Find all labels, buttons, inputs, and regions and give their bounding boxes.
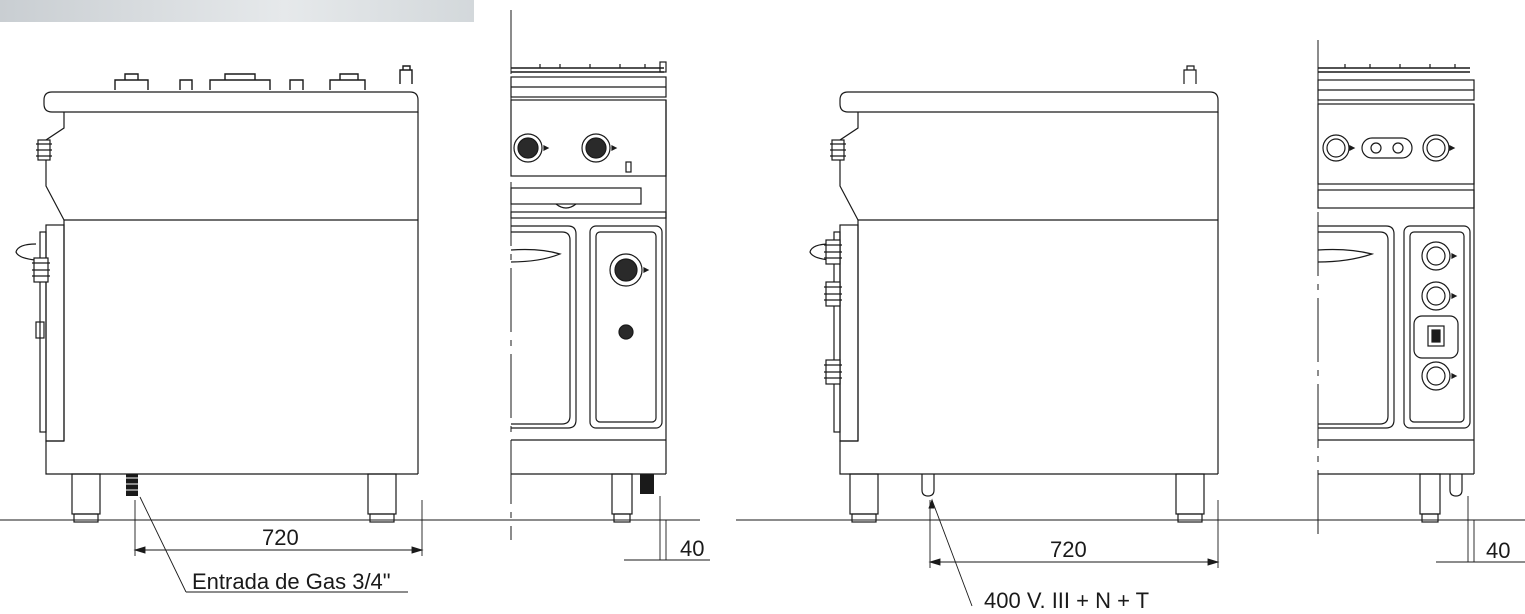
gas-foot-dimension — [624, 496, 710, 561]
gas-foot-label: 40 — [680, 536, 704, 561]
power-supply-label: 400 V. III + N + T — [984, 588, 1149, 613]
gas-width-label: 720 — [262, 525, 299, 550]
electric-width-label: 720 — [1050, 537, 1087, 562]
electric-foot-dimension — [1436, 496, 1525, 563]
power-leader — [928, 498, 973, 607]
gas-width-dimension — [133, 500, 424, 556]
header-banner — [0, 0, 474, 22]
gas-inlet-pipe — [126, 474, 138, 496]
burner-grates — [114, 65, 413, 90]
gas-unit-front-view — [510, 61, 667, 523]
gas-unit-side-view — [15, 65, 419, 523]
electric-foot-label: 40 — [1486, 538, 1510, 563]
gas-inlet-label: Entrada de Gas 3/4" — [192, 569, 391, 594]
electric-unit-side-view — [736, 65, 1525, 523]
electric-unit-front-view — [1317, 64, 1475, 523]
power-cable-gland — [921, 474, 935, 497]
electric-width-dimension — [928, 500, 1220, 568]
gas-inlet-leader — [139, 496, 408, 593]
